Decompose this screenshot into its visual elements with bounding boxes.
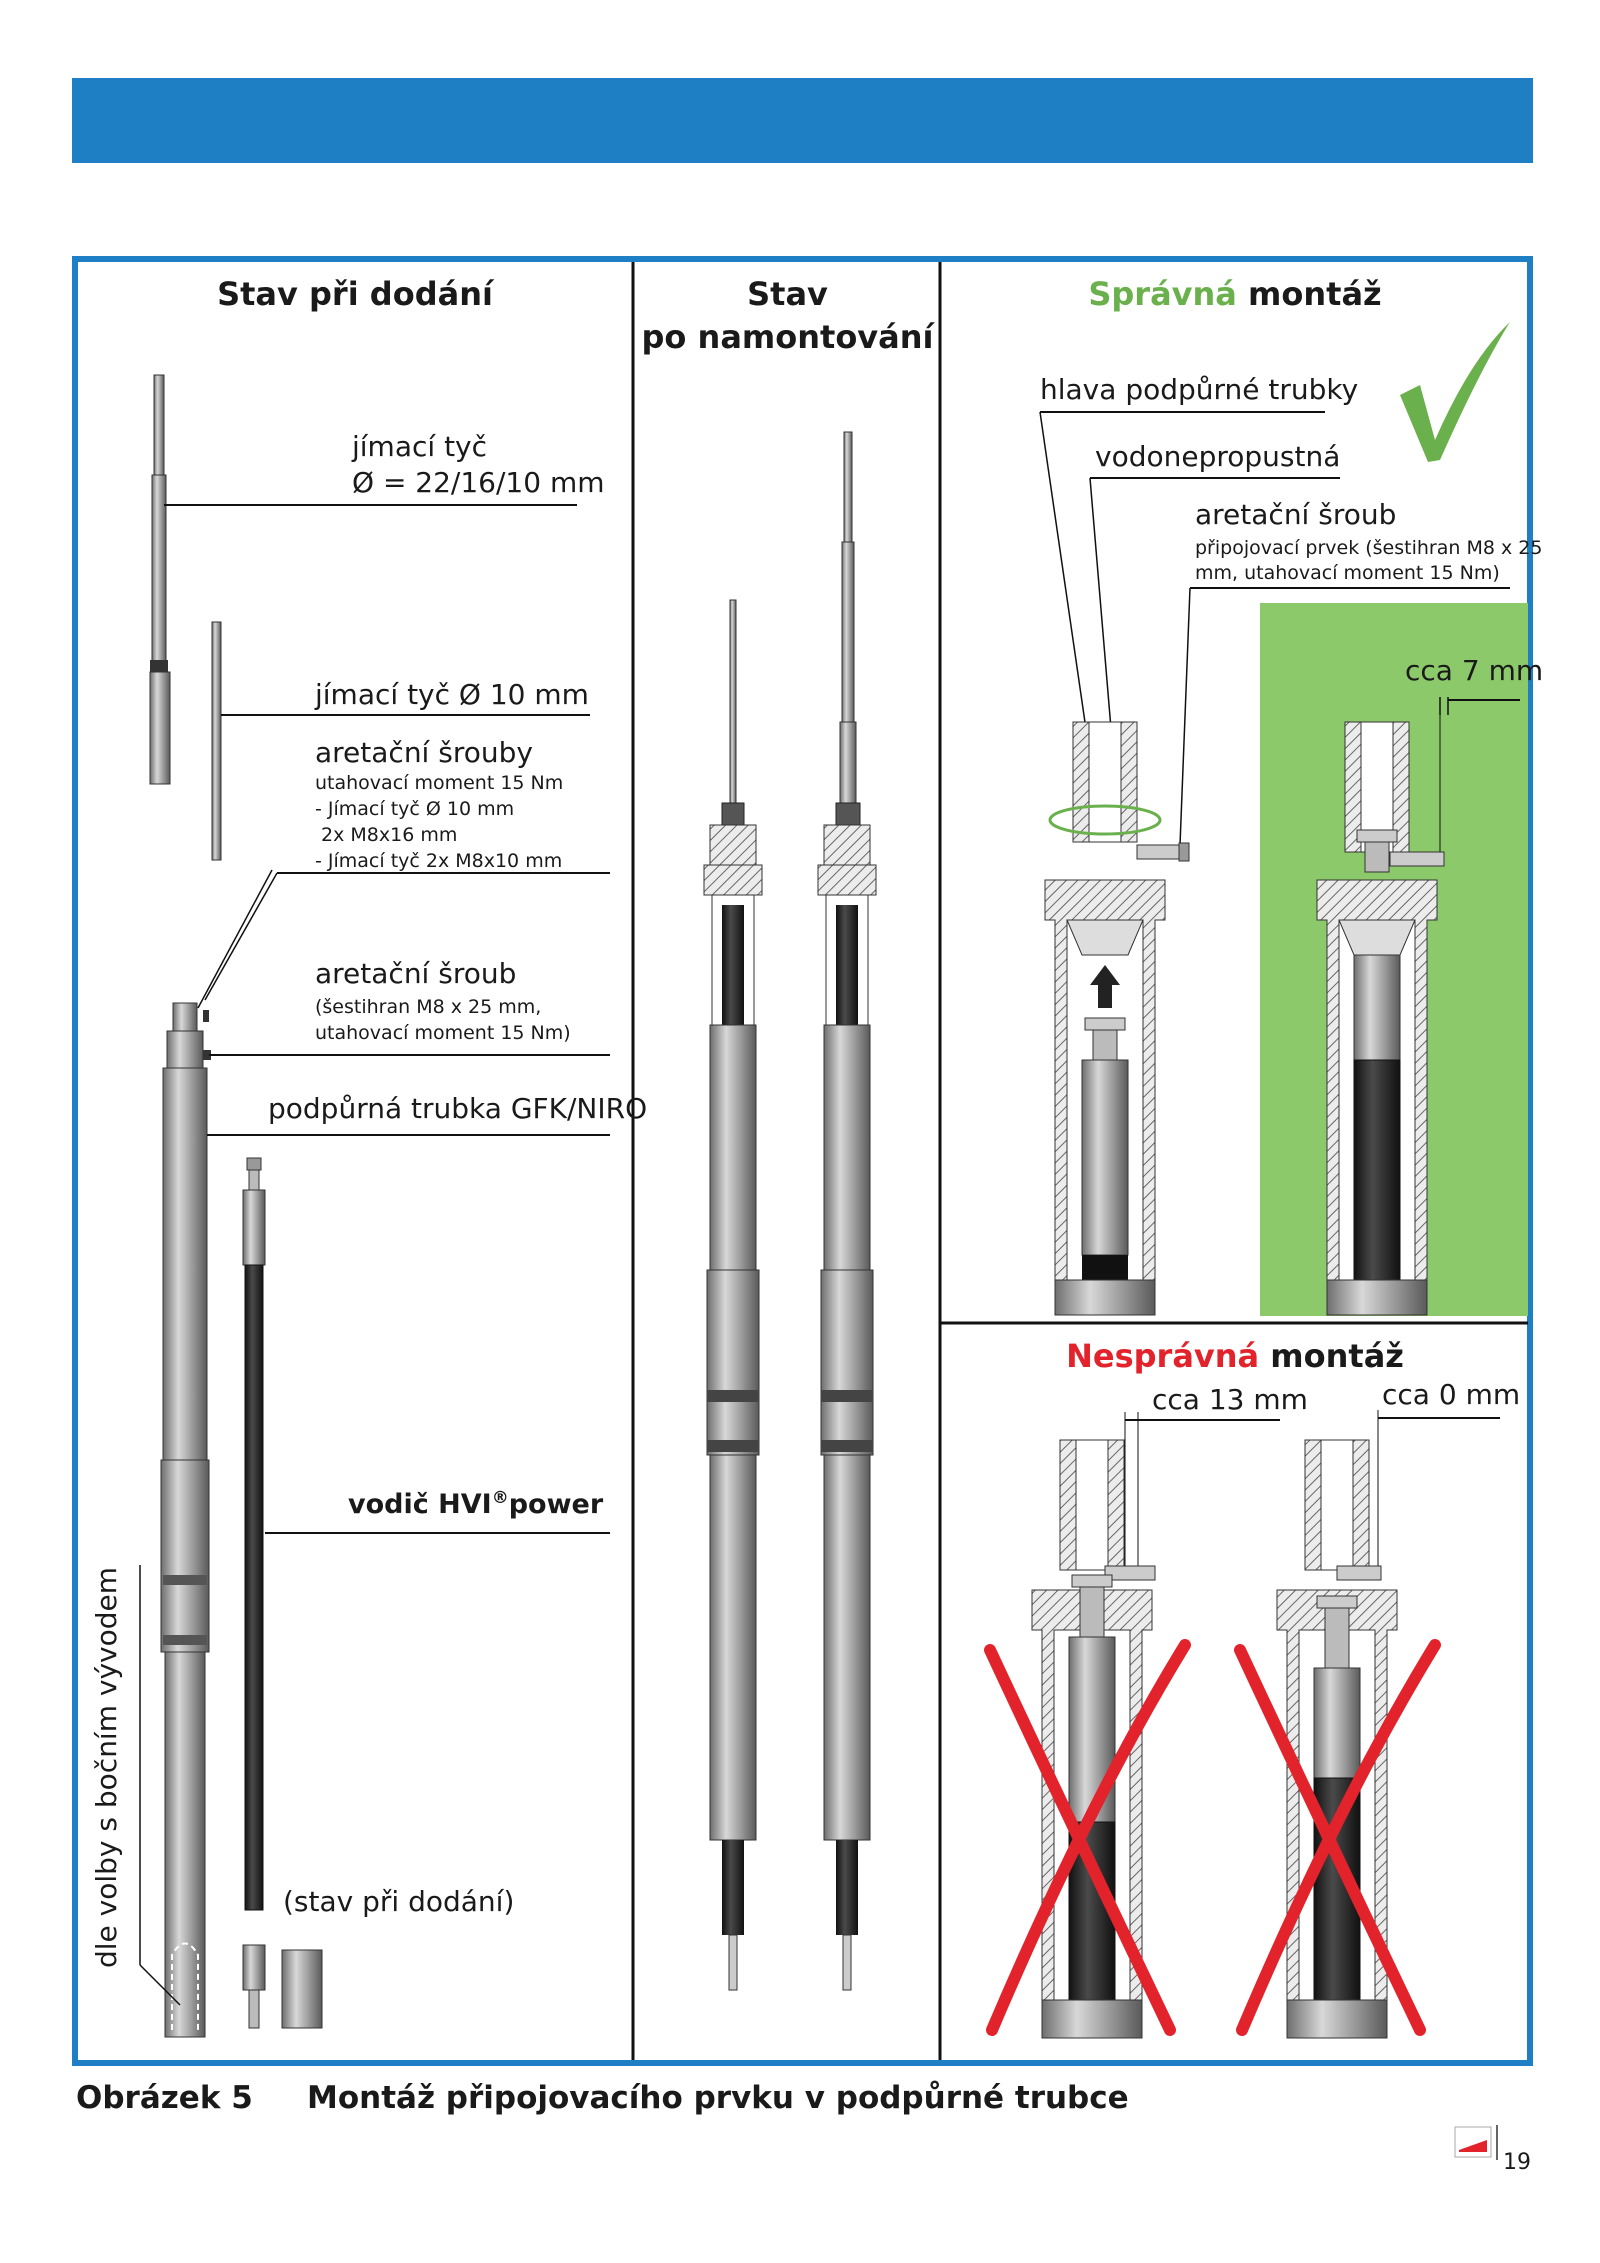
screws-detail-1: utahovací moment 15 Nm <box>315 772 564 794</box>
page-number: 19 <box>1503 2150 1531 2175</box>
correct-exploded-drawing <box>1044 721 1190 1316</box>
conductor-label-reg: ® <box>491 1488 509 1508</box>
correct-screw-detail-1: připojovací prvek (šestihran M8 x 25 <box>1195 537 1543 559</box>
correct-title: Správná montáž <box>945 275 1525 313</box>
incorrect-gap-left-label: cca 13 mm <box>1152 1383 1308 1416</box>
support-tube-label: podpůrná trubka GFK/NIRO <box>268 1092 648 1125</box>
air-termination-rod-drawing <box>149 374 171 785</box>
screw-detail-1: (šestihran M8 x 25 mm, <box>315 996 542 1018</box>
incorrect-title: Nesprávná montáž <box>945 1337 1525 1375</box>
screws-title: aretační šrouby <box>315 736 533 769</box>
delivery-state-label: (stav při dodání) <box>283 1885 515 1918</box>
mounted-title-line2: po namontování <box>641 318 934 356</box>
screws-detail-2: - Jímací tyč Ø 10 mm <box>315 798 515 820</box>
side-outlet-label: dle volby s bočním vývodem <box>90 1566 123 1968</box>
incorrect-title-colored: Nesprávná <box>1066 1337 1260 1375</box>
cross-icon <box>984 1639 1441 2036</box>
screw-detail-2: utahovací moment 15 Nm) <box>315 1022 571 1044</box>
correct-screw-detail-2: mm, utahovací moment 15 Nm) <box>1195 562 1500 584</box>
header-banner <box>72 78 1533 163</box>
correct-title-colored: Správná <box>1088 275 1237 313</box>
incorrect-gap-right-label: cca 0 mm <box>1382 1378 1521 1411</box>
screws-detail-4: - Jímací tyč 2x M8x10 mm <box>315 850 563 872</box>
head-label: hlava podpůrné trubky <box>1040 373 1359 406</box>
waterproof-label: vodonepropustná <box>1095 440 1341 473</box>
conductor-label: vodič HVI®power <box>348 1488 603 1520</box>
mounted-assembly-left <box>703 599 763 1991</box>
rod-diameter-label: Ø = 22/16/10 mm <box>352 466 605 499</box>
correct-screw-title: aretační šroub <box>1195 498 1397 531</box>
caption-number: Obrázek 5 <box>76 2080 253 2116</box>
incorrect-title-rest: montáž <box>1259 1337 1404 1375</box>
rod10-label: jímací tyč Ø 10 mm <box>315 678 589 711</box>
conductor-label-text: vodič HVI <box>348 1489 492 1520</box>
correct-gap-label: cca 7 mm <box>1405 654 1544 687</box>
correct-assembled-drawing <box>1316 721 1445 1316</box>
mounted-title-line1: Stav <box>747 275 828 313</box>
rod-10mm-drawing <box>211 621 222 861</box>
conductor-label-suffix: power <box>508 1489 604 1520</box>
incorrect-drawing-left <box>1031 1439 1156 2039</box>
correct-title-rest: montáž <box>1236 275 1382 313</box>
delivery-title: Stav při dodání <box>217 275 493 313</box>
dehn-logo <box>1454 2126 1492 2158</box>
checkmark-icon <box>1400 322 1510 462</box>
screws-detail-3: 2x M8x16 mm <box>315 824 458 846</box>
mounted-assembly-right <box>817 431 877 1991</box>
caption-text: Montáž připojovacího prvku v podpůrné tr… <box>307 2080 1129 2116</box>
rod-label: jímací tyč <box>352 430 488 463</box>
screw-title: aretační šroub <box>315 957 517 990</box>
support-tube-drawing <box>160 1002 211 2038</box>
hvi-conductor-drawing <box>242 1157 323 2029</box>
